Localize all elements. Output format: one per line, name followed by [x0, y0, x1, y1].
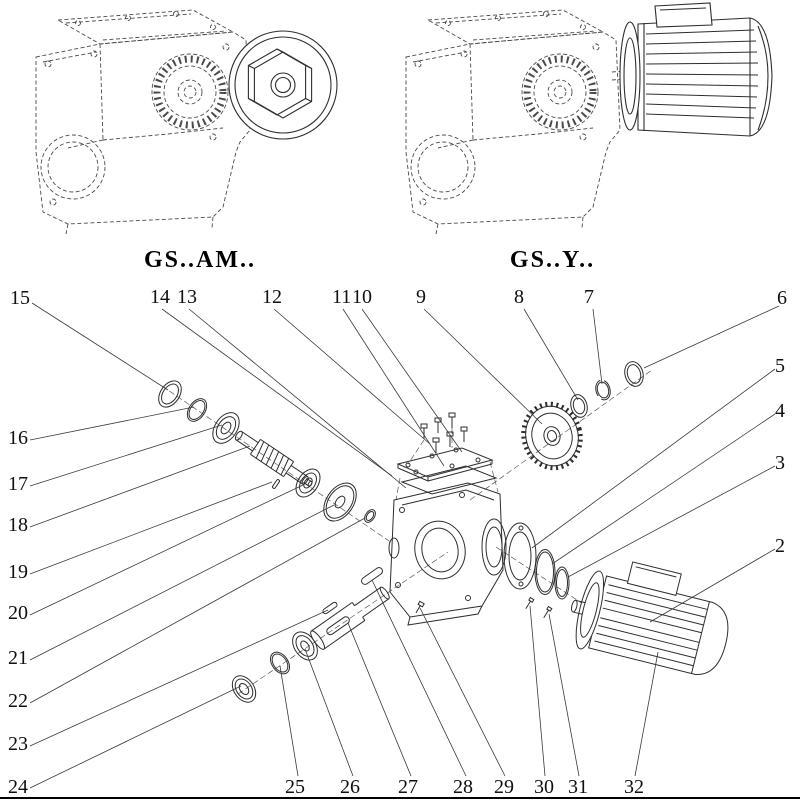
callout-26: 26 — [340, 776, 360, 798]
motor-top — [619, 2, 773, 137]
o-ring-4 — [534, 549, 556, 595]
callout-24: 24 — [8, 776, 28, 798]
output-shaft-27 — [310, 586, 390, 650]
callout-17: 17 — [8, 473, 28, 495]
callout-6: 6 — [777, 287, 787, 309]
gearbox-motor-drawing — [406, 2, 773, 234]
o-ring-3 — [554, 566, 570, 600]
callout-30: 30 — [534, 776, 554, 798]
callout-4: 4 — [775, 400, 785, 422]
leader-lines — [29, 302, 780, 789]
callout-20: 20 — [8, 602, 28, 624]
shim-disc-21 — [323, 482, 357, 522]
callout-19: 19 — [8, 561, 28, 583]
callout-11: 11 — [332, 286, 352, 308]
callout-13: 13 — [177, 286, 197, 308]
washer-8 — [570, 394, 588, 418]
stud-31 — [543, 605, 553, 619]
callout-16: 16 — [8, 427, 28, 449]
callout-28: 28 — [453, 776, 473, 798]
worm-shaft-18 — [234, 430, 313, 487]
stud-30 — [525, 596, 535, 610]
ring-15 — [158, 380, 182, 408]
callout-23: 23 — [8, 733, 28, 755]
callout-3: 3 — [775, 452, 785, 474]
model-label-gs-am: GS..AM.. — [144, 247, 256, 273]
callout-22: 22 — [8, 690, 28, 712]
key-28 — [361, 567, 383, 585]
bearing-26 — [292, 631, 318, 661]
callout-5: 5 — [775, 355, 785, 377]
exploded-view — [29, 302, 780, 789]
cover-bolts — [420, 412, 468, 453]
bearing-17 — [212, 412, 240, 444]
callout-7: 7 — [584, 286, 594, 308]
callout-2: 2 — [775, 535, 785, 557]
callout-18: 18 — [8, 514, 28, 536]
gearbox-am-drawing — [36, 10, 338, 234]
o-ring-22 — [364, 509, 376, 523]
bolt-29 — [415, 600, 425, 614]
flange-cover-5 — [503, 522, 537, 590]
oil-seal-24 — [231, 675, 257, 703]
callout-15: 15 — [10, 287, 30, 309]
callout-32: 32 — [624, 776, 644, 798]
snap-ring-25 — [269, 651, 291, 675]
pin-19 — [272, 479, 280, 489]
callout-12: 12 — [262, 286, 282, 308]
callout-10: 10 — [352, 286, 372, 308]
snap-ring-16 — [186, 398, 208, 422]
callout-27: 27 — [398, 776, 418, 798]
ring-6 — [624, 361, 644, 387]
model-label-gs-y: GS..Y.. — [509, 247, 596, 273]
gear-9 — [521, 401, 583, 471]
callout-9: 9 — [416, 286, 426, 308]
gearbox-hidden-outline — [36, 10, 252, 234]
callout-31: 31 — [568, 776, 588, 798]
callout-21: 21 — [8, 647, 28, 669]
key-23 — [322, 601, 338, 615]
motor-2 — [570, 561, 729, 675]
bearing-20 — [295, 468, 321, 498]
callout-25: 25 — [285, 776, 305, 798]
gearbox-hidden-outline-2 — [406, 10, 627, 234]
callout-14: 14 — [150, 286, 170, 308]
output-flange — [228, 30, 338, 140]
callout-29: 29 — [494, 776, 514, 798]
gasket-plate — [400, 465, 498, 495]
housing — [388, 482, 507, 626]
snap-ring-7 — [595, 379, 611, 401]
cover-plate — [396, 447, 494, 482]
callout-8: 8 — [514, 286, 524, 308]
